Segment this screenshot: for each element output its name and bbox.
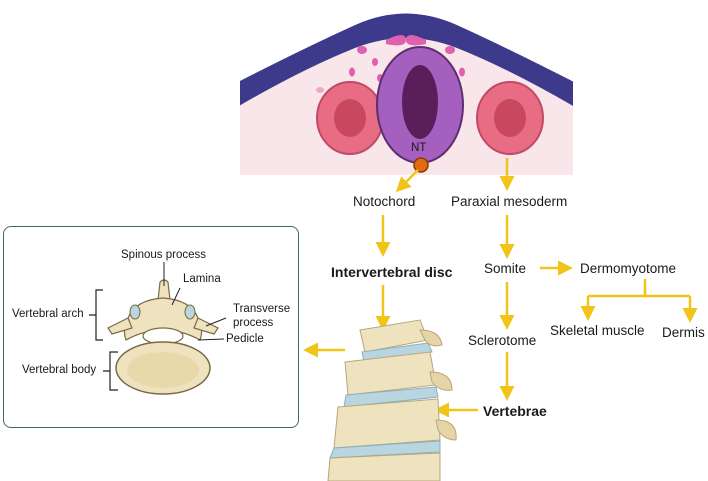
nt-label: NT bbox=[411, 142, 427, 154]
ectoderm-band bbox=[240, 13, 573, 106]
spinous-process-label: Spinous process bbox=[121, 249, 207, 261]
spine-illustration bbox=[327, 319, 457, 481]
dermis-label: Dermis bbox=[662, 325, 705, 340]
vertebra-drawing bbox=[89, 262, 227, 395]
somite-label: Somite bbox=[484, 261, 527, 276]
vertebral-body-label: Vertebral body bbox=[22, 364, 97, 376]
sclerotome-label: Sclerotome bbox=[468, 333, 537, 348]
notochord-dot bbox=[413, 157, 429, 173]
intervertebral-disc-label: Intervertebral disc bbox=[331, 264, 453, 280]
skeletal-muscle-label: Skeletal muscle bbox=[550, 323, 645, 338]
embryo-cross-section bbox=[240, 0, 573, 175]
vertebrae-label: Vertebrae bbox=[483, 403, 547, 419]
lamina-label: Lamina bbox=[183, 273, 221, 285]
notochord-label: Notochord bbox=[353, 194, 416, 209]
vertebra-panel bbox=[3, 226, 299, 428]
transverse-label-line1: Transverse bbox=[233, 303, 291, 315]
vertebral-arch-label: Vertebral arch bbox=[12, 308, 84, 320]
pedicle-label: Pedicle bbox=[226, 333, 264, 345]
flow-arrows bbox=[303, 158, 698, 418]
paraxial-mesoderm-label: Paraxial mesoderm bbox=[451, 194, 568, 209]
neural-lumen bbox=[402, 65, 438, 139]
dermomyotome-label: Dermomyotome bbox=[580, 261, 677, 276]
transverse-label-line2: process bbox=[233, 317, 274, 329]
